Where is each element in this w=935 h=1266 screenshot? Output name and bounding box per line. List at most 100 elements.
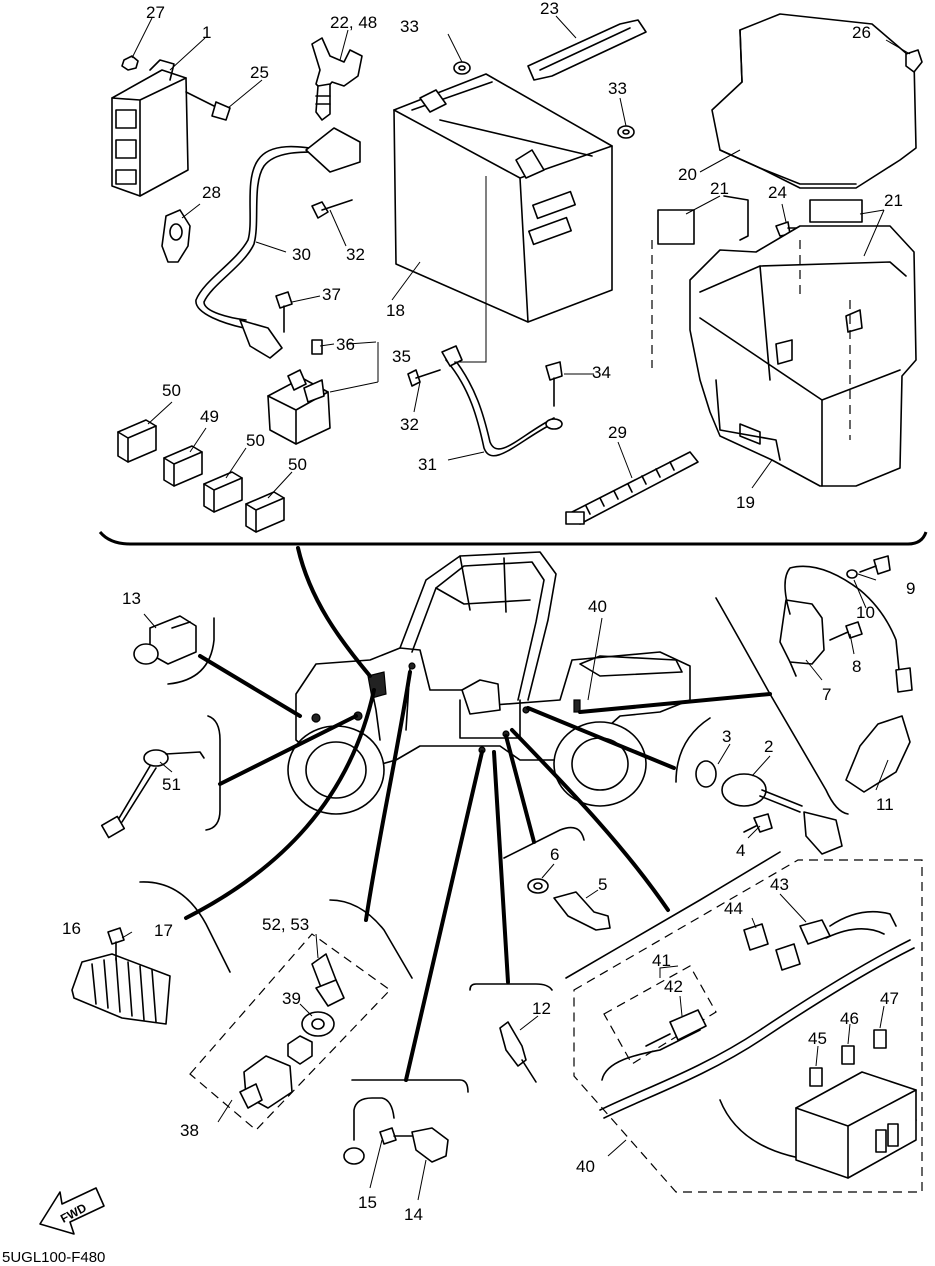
callout-22-48: 22, 48 bbox=[330, 13, 377, 32]
callout-33-right: 33 bbox=[608, 79, 627, 98]
callout-2: 2 bbox=[764, 737, 773, 756]
callout-40-bottom: 40 bbox=[576, 1157, 595, 1176]
callout-35: 35 bbox=[392, 347, 411, 366]
callout-26: 26 bbox=[852, 23, 871, 42]
part-1-ecu-unit bbox=[111, 59, 189, 197]
part-17-bolt bbox=[107, 927, 125, 961]
bracket-12 bbox=[469, 983, 553, 991]
callout-7: 7 bbox=[822, 685, 831, 704]
part-44-coupler bbox=[743, 923, 801, 971]
part-9-bolt bbox=[859, 555, 891, 575]
callout-10: 10 bbox=[856, 603, 875, 622]
routing-line-to-top bbox=[296, 546, 372, 678]
callout-12: 12 bbox=[532, 999, 551, 1018]
callout-labels: 27 1 25 22, 48 33 23 33 26 20 21 24 21 2… bbox=[62, 0, 915, 1224]
part-51-sensor bbox=[100, 749, 205, 839]
callout-21-left: 21 bbox=[710, 179, 729, 198]
bracket-5 bbox=[503, 826, 585, 859]
callout-34: 34 bbox=[592, 363, 611, 382]
callout-43: 43 bbox=[770, 875, 789, 894]
callout-44: 44 bbox=[724, 899, 743, 918]
callout-42: 42 bbox=[664, 977, 683, 996]
part-14-pickup-coil bbox=[343, 1097, 449, 1165]
routing-line-to-38 bbox=[364, 670, 412, 922]
part-7-ignition-coil bbox=[779, 565, 901, 681]
callout-51: 51 bbox=[162, 775, 181, 794]
callout-29: 29 bbox=[608, 423, 627, 442]
callout-52-53: 52, 53 bbox=[262, 915, 309, 934]
bracket-38 bbox=[329, 899, 413, 979]
part-50-coupler-c bbox=[245, 491, 285, 533]
part-19-battery-box bbox=[689, 195, 917, 487]
part-27-nut bbox=[121, 55, 139, 71]
part-13-switch bbox=[133, 615, 197, 665]
part-4-bolt bbox=[743, 813, 773, 833]
callout-14: 14 bbox=[404, 1205, 423, 1224]
part-15-screw bbox=[379, 1127, 413, 1145]
part-46-fuse bbox=[841, 1045, 855, 1065]
section-divider bbox=[98, 530, 928, 546]
callout-25: 25 bbox=[250, 63, 269, 82]
part-22-48-clamp bbox=[311, 37, 363, 121]
part-34-bolt bbox=[545, 361, 563, 430]
routing-line-to-40 bbox=[510, 728, 670, 912]
callout-31: 31 bbox=[418, 455, 437, 474]
callout-23: 23 bbox=[540, 0, 559, 18]
part-18-battery bbox=[393, 73, 613, 323]
part-16-rectifier-regulator bbox=[71, 953, 171, 1025]
part-32-bolt-upper bbox=[311, 199, 353, 219]
bracket-16 bbox=[139, 881, 231, 973]
part-12-sensor bbox=[499, 1021, 537, 1083]
callout-27: 27 bbox=[146, 3, 165, 22]
part-52-53-key bbox=[311, 953, 345, 1007]
fwd-arrow-icon: FWD bbox=[39, 1187, 105, 1235]
part-45-fuse bbox=[809, 1067, 823, 1087]
bracket-2 bbox=[675, 717, 711, 783]
routing-line-to-51 bbox=[218, 714, 358, 786]
callout-3: 3 bbox=[722, 727, 731, 746]
bracket-14 bbox=[351, 1079, 469, 1093]
part-47-fuse bbox=[873, 1029, 887, 1049]
callout-32-lower: 32 bbox=[400, 415, 419, 434]
fuse-box bbox=[795, 1071, 917, 1179]
part-25-bolt bbox=[185, 91, 231, 121]
part-11-spark-plug-cap bbox=[845, 667, 913, 793]
routing-line-to-14 bbox=[404, 750, 484, 1082]
callout-49: 49 bbox=[200, 407, 219, 426]
part-33-washer-b bbox=[617, 125, 635, 139]
callout-13: 13 bbox=[122, 589, 141, 608]
bracket-13 bbox=[167, 617, 215, 685]
part-38-group-box bbox=[189, 933, 391, 1131]
callout-21-right: 21 bbox=[884, 191, 903, 210]
callout-32-upper: 32 bbox=[346, 245, 365, 264]
part-5-thermo-switch bbox=[553, 891, 611, 931]
part-43-wire-lead bbox=[799, 910, 897, 945]
part-30-battery-cable bbox=[195, 127, 361, 359]
part-33-washer-a bbox=[453, 61, 471, 75]
callout-50-c: 50 bbox=[288, 455, 307, 474]
routing-line-to-13 bbox=[198, 654, 302, 718]
bracket-7 bbox=[715, 597, 849, 815]
part-28-clip bbox=[161, 209, 191, 263]
part-10-washer bbox=[846, 569, 858, 579]
callout-40-top: 40 bbox=[588, 597, 607, 616]
part-21-pad-a bbox=[657, 209, 695, 245]
callout-46: 46 bbox=[840, 1009, 859, 1028]
callout-45: 45 bbox=[808, 1029, 827, 1048]
part-6-gasket bbox=[527, 878, 549, 894]
routing-line-to-16 bbox=[184, 688, 376, 920]
callout-39: 39 bbox=[282, 989, 301, 1008]
routing-line-to-7 bbox=[578, 692, 772, 714]
callout-50-b: 50 bbox=[246, 431, 265, 450]
callout-8: 8 bbox=[852, 657, 861, 676]
part-31-negative-cable bbox=[441, 345, 555, 457]
part-37-bolt bbox=[275, 291, 293, 333]
part-50-coupler-a bbox=[117, 419, 157, 463]
callout-50-a: 50 bbox=[162, 381, 181, 400]
part-21-pad-b bbox=[809, 199, 863, 223]
callout-33-top: 33 bbox=[400, 17, 419, 36]
callout-1: 1 bbox=[202, 23, 211, 42]
callout-5: 5 bbox=[598, 875, 607, 894]
callout-36: 36 bbox=[336, 335, 355, 354]
